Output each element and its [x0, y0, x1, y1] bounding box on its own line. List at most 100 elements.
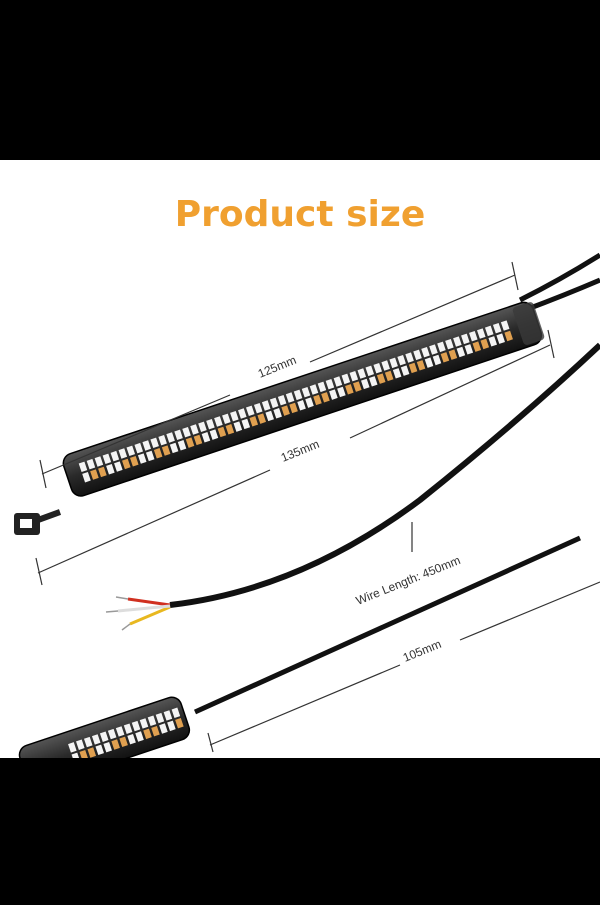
led-chip: [87, 747, 97, 758]
dim-label-105: 105mm: [401, 637, 443, 665]
led-chip: [273, 408, 282, 419]
led-chip: [159, 723, 168, 734]
led-chip: [68, 742, 77, 753]
led-chip: [79, 749, 89, 758]
led-chip: [76, 739, 85, 750]
led-chip: [249, 416, 259, 427]
led-chip: [241, 418, 251, 430]
led-chip: [477, 328, 486, 339]
led-chip: [71, 752, 81, 758]
led-chip: [167, 720, 176, 732]
led-chip: [151, 725, 160, 737]
led-chip: [269, 397, 279, 409]
led-chip: [405, 352, 414, 363]
wire-ends: [105, 596, 171, 631]
led-chip: [135, 731, 144, 742]
led-chip: [321, 392, 330, 403]
dim-label-125: 125mm: [256, 353, 298, 381]
led-chip: [107, 728, 117, 740]
led-chip: [90, 469, 99, 480]
led-chip: [297, 400, 306, 411]
led-chip: [155, 712, 165, 724]
led-chip: [245, 405, 255, 417]
led-chip: [143, 728, 152, 740]
led-chip: [337, 386, 346, 398]
led-chip: [161, 445, 171, 456]
led-chip: [122, 458, 131, 470]
led-chip: [285, 392, 295, 403]
led-chip: [421, 346, 430, 358]
wire-bundle-top-right: [518, 252, 600, 303]
led-chip: [102, 453, 112, 465]
led-chip: [368, 376, 378, 387]
led-chip: [230, 410, 239, 422]
led-chip: [83, 736, 93, 748]
led-chip: [353, 381, 362, 392]
led-chip: [158, 434, 167, 446]
dimension-lines: [35, 261, 600, 753]
led-chip: [110, 450, 120, 462]
led-chip: [82, 472, 91, 483]
led-chip: [111, 739, 120, 750]
led-chip: [309, 384, 319, 395]
led-chip: [313, 394, 322, 406]
led-chip: [182, 426, 191, 438]
led-chip: [305, 397, 314, 408]
led-chip: [131, 720, 141, 732]
led-chip: [333, 376, 343, 387]
led-chip: [429, 344, 438, 355]
led-chip: [214, 416, 223, 427]
led-chip: [99, 731, 109, 742]
product-illustration: 125mm 135mm Wire Length: 450mm 105mm: [14, 252, 600, 758]
led-chip: [233, 421, 243, 432]
led-chip: [504, 330, 513, 342]
led-chip: [301, 386, 311, 398]
led-chip: [78, 461, 88, 473]
second-led-strip: [18, 696, 191, 758]
led-chip: [261, 400, 271, 411]
led-chip: [134, 442, 144, 454]
led-chip: [408, 362, 418, 374]
led-chip: [222, 413, 231, 425]
led-row: [78, 320, 513, 483]
led-chip: [206, 418, 215, 430]
led-chip: [95, 744, 104, 756]
led-chip: [277, 394, 287, 406]
led-chip: [171, 707, 181, 718]
led-chip: [480, 338, 490, 350]
led-chip: [94, 456, 104, 467]
led-chip: [190, 424, 199, 435]
led-chip: [166, 432, 175, 443]
led-chip: [86, 458, 96, 470]
led-chip: [150, 437, 159, 449]
led-chip: [118, 448, 128, 459]
led-chip: [413, 349, 422, 361]
led-chip: [437, 341, 446, 353]
led-chip: [392, 368, 402, 379]
led-chip: [345, 384, 354, 395]
product-panel: 125mm 135mm Wire Length: 450mm 105mm: [0, 160, 600, 758]
led-chip: [115, 726, 125, 737]
led-chip: [317, 381, 327, 393]
led-chip: [106, 464, 115, 475]
led-chip: [488, 336, 498, 347]
led-chip: [496, 333, 505, 344]
led-chip: [137, 453, 147, 464]
led-chip: [98, 466, 107, 478]
page-title: Product size: [174, 194, 426, 235]
led-chip: [265, 410, 274, 422]
wire-bundle-top-right-2: [524, 277, 600, 313]
led-chip: [169, 442, 179, 454]
led-chip: [365, 365, 375, 377]
led-chip: [492, 322, 502, 334]
led-chip: [163, 710, 173, 721]
led-chip: [329, 389, 338, 400]
led-chip: [201, 432, 211, 443]
led-chip: [397, 354, 406, 366]
led-chip: [153, 448, 163, 459]
led-chip: [123, 723, 133, 734]
led-chip: [217, 426, 227, 438]
dim-label-135: 135mm: [279, 437, 321, 465]
led-chip: [445, 338, 454, 350]
